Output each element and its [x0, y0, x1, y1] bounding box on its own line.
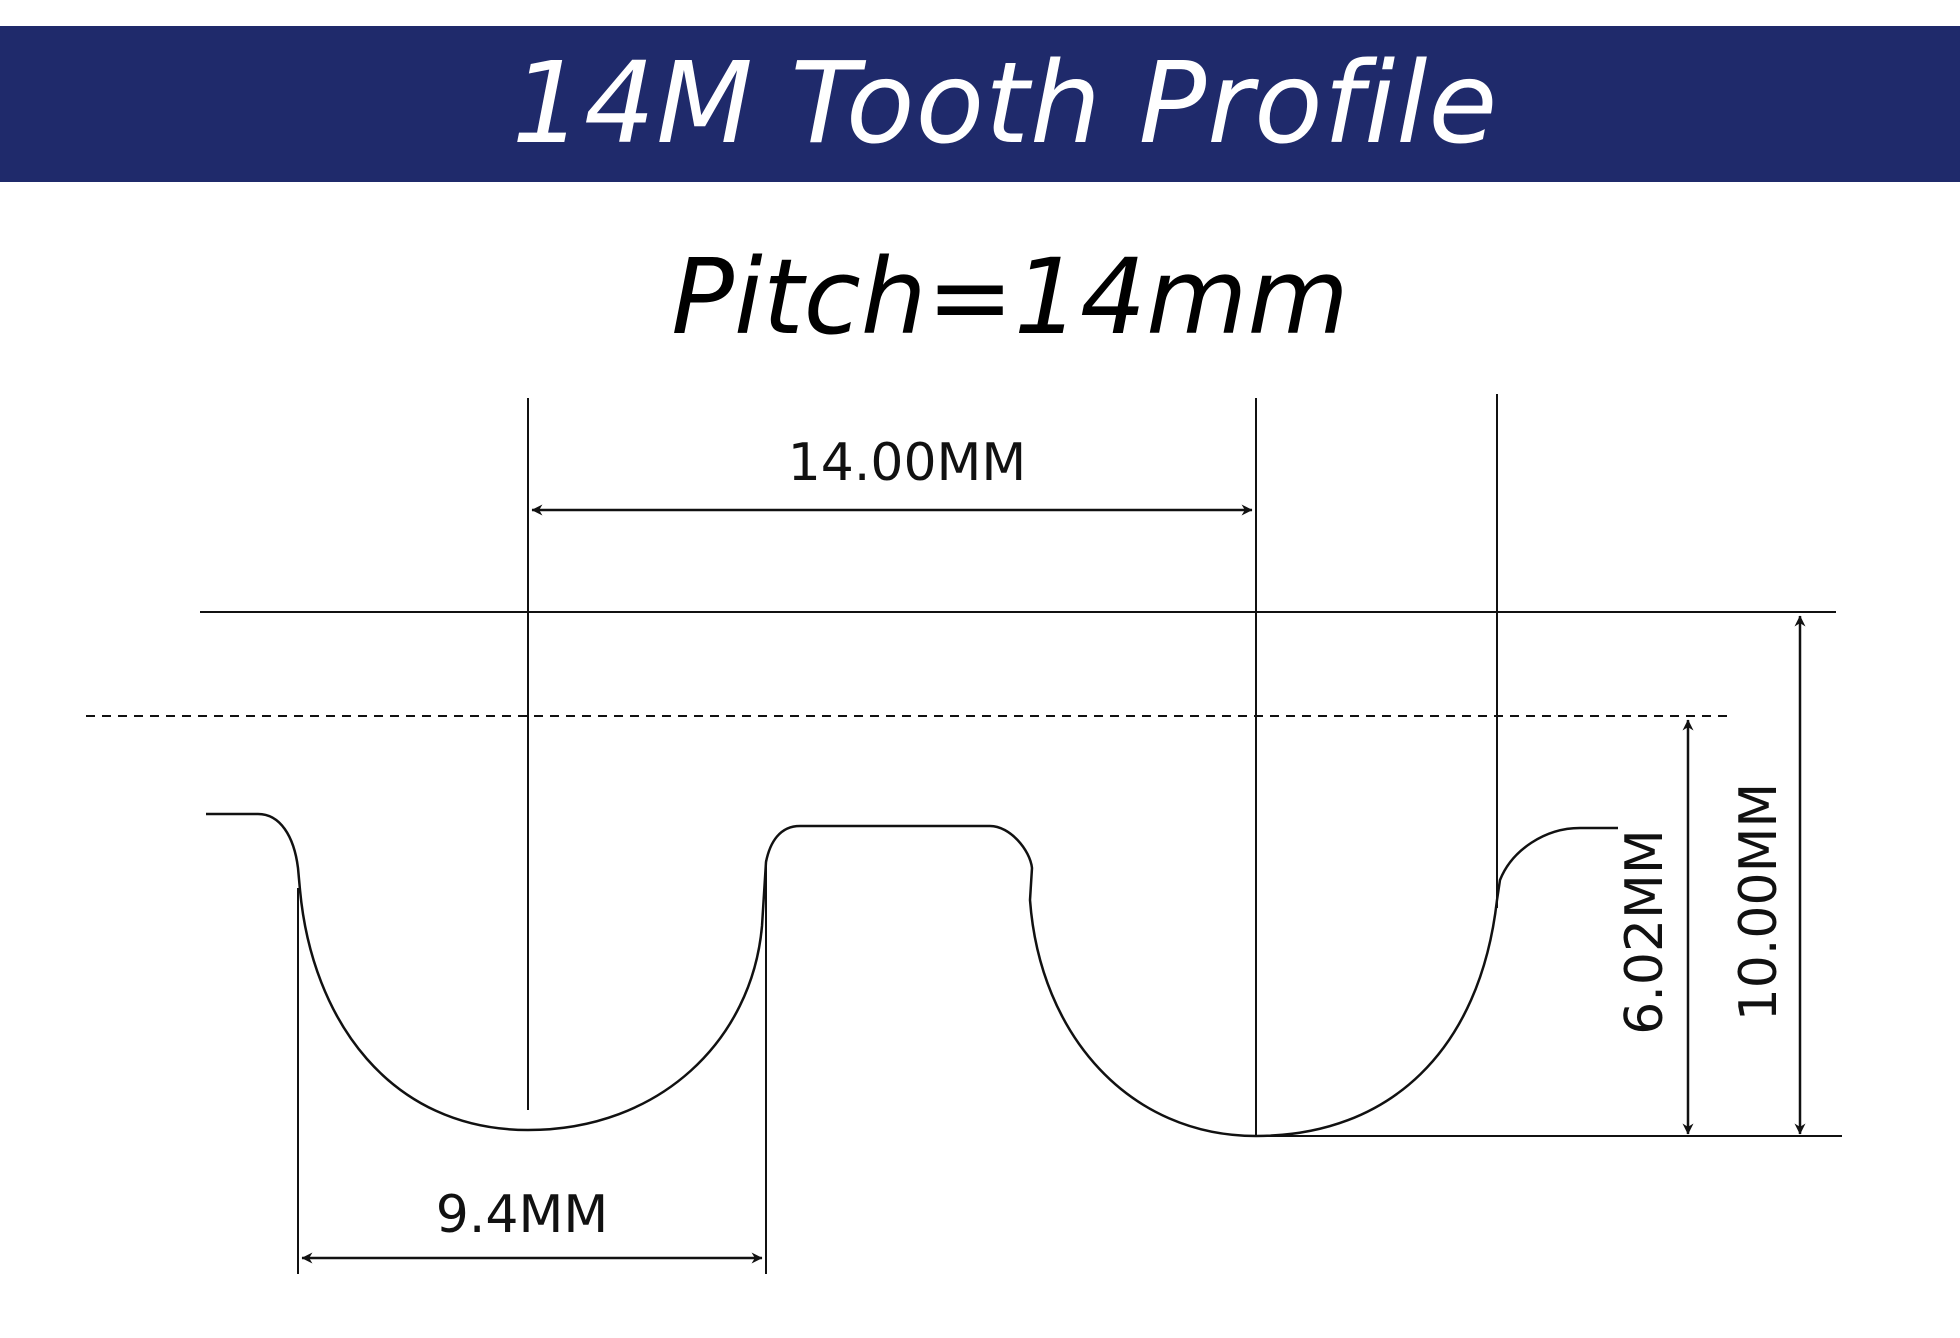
tooth-profile-line: [206, 812, 1618, 1138]
pitch-label: Pitch=14mm: [671, 236, 1349, 358]
title-banner: 14M Tooth Profile: [0, 26, 1960, 182]
pitch-heading: Pitch=14mm: [0, 232, 1960, 362]
pitch-dimension-label: 14.00MM: [788, 433, 1027, 493]
groove-width-dimension-label: 9.4MM: [436, 1185, 608, 1245]
belt-height-dimension-label: 10.00MM: [1729, 783, 1789, 1022]
tooth-height-dimension-label: 6.02MM: [1615, 829, 1675, 1035]
diagram-title: 14M Tooth Profile: [511, 39, 1499, 169]
